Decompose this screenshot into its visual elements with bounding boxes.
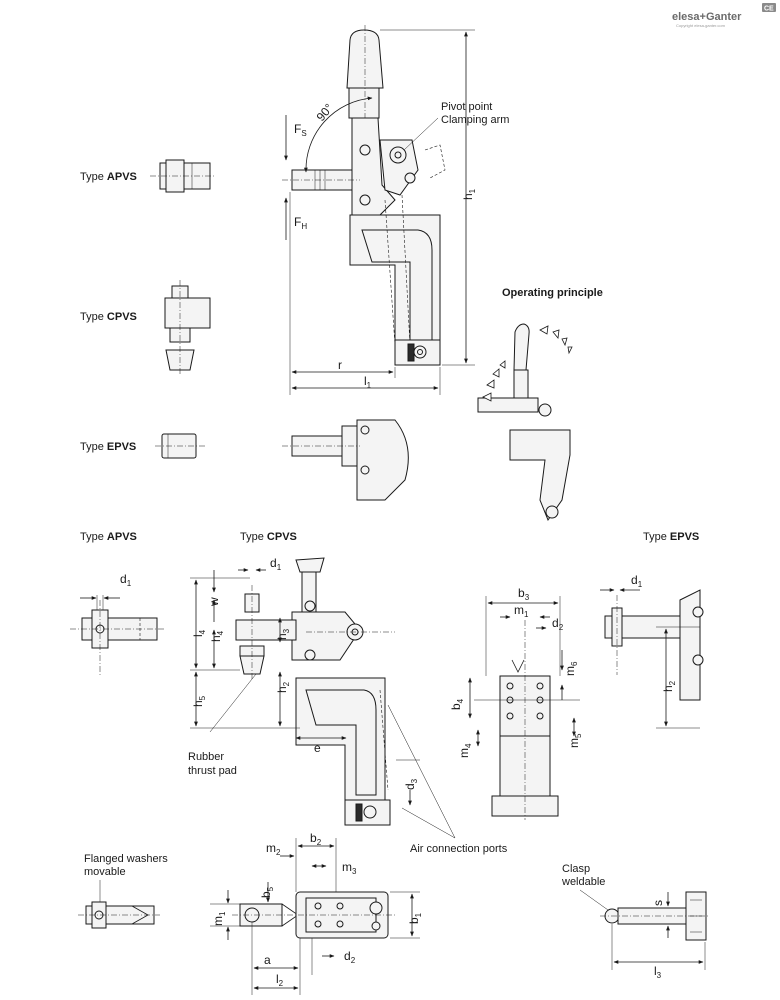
main-clamp-view: 90° FS FH h1 r l1 Pivot point Clamping a…	[282, 25, 509, 395]
cpvs-top-view: b2 m2 m3 b5 m1 b1 a l2 d2	[210, 831, 423, 995]
force-fs: FS	[294, 122, 307, 138]
dim-b4: b4	[449, 698, 465, 710]
bottom-dim-d2: d2	[344, 949, 356, 965]
apvs-top-view: Flanged washers movable	[78, 853, 168, 929]
operating-principle: Operating principle	[477, 287, 603, 522]
front-view: b3 m1 d2 m6 b4 m4 m5	[449, 586, 583, 820]
dim-h2: h2	[275, 681, 291, 693]
dim-m4: m4	[457, 743, 473, 758]
dim-b1: b1	[407, 912, 423, 924]
epvs-top-view: Clasp weldable s l3	[561, 863, 710, 980]
epvs-dim-d1: d1	[631, 573, 643, 589]
dim-b2: b2	[310, 831, 322, 847]
callout-pivot-point: Pivot point	[441, 101, 492, 113]
bottom-type-epvs-label: Type EPVS	[643, 531, 699, 543]
ce-badge-text: CE	[764, 6, 774, 13]
type-epvs-label: Type EPVS	[80, 441, 136, 453]
cylinder-slot	[361, 229, 433, 341]
dim-b3: b3	[518, 586, 530, 602]
dim-l3: l3	[654, 964, 662, 980]
force-fh: FH	[294, 215, 307, 231]
brand-copyright: Copyright elesa-ganter.com	[676, 23, 726, 28]
dim-m2: m2	[266, 841, 281, 857]
dim-e: e	[314, 741, 321, 755]
type-apvs-side: Type APVS	[80, 159, 215, 193]
dim-w: w	[207, 597, 221, 607]
dim-h4: h4	[209, 630, 225, 642]
callout-flanged-washers: Flanged washers	[84, 853, 168, 865]
callout-movable: movable	[84, 866, 126, 878]
dim-m5: m5	[567, 733, 583, 748]
apvs-dim-d1: d1	[120, 572, 132, 588]
bottom-dim-m1: m1	[211, 911, 227, 926]
bottom-type-apvs-label: Type APVS	[80, 531, 137, 543]
cpvs-detail: w l4 h4 h5 h3 h2 d1 e d3 Rubber thrust p…	[188, 556, 420, 826]
callout-clamping-arm: Clamping arm	[441, 114, 509, 126]
type-epvs-side: Type EPVS	[80, 433, 205, 459]
pivot-pin-lower	[359, 194, 371, 206]
dim-s: s	[651, 900, 665, 906]
bottom-type-cpvs-label: Type CPVS	[240, 531, 297, 543]
dim-l2: l2	[276, 972, 284, 988]
front-dim-d2: d2	[552, 616, 564, 632]
apvs-detail: d1	[70, 572, 165, 675]
pivot-pin-upper	[359, 144, 371, 156]
cpvs-dim-d1: d1	[270, 556, 282, 572]
dim-m3: m3	[342, 860, 357, 876]
epvs-detail: d1 h2	[600, 573, 704, 729]
callout-weldable: weldable	[561, 876, 605, 888]
dim-l4: l4	[191, 629, 207, 637]
brand-logo: elesa+Ganter Copyright elesa-ganter.com …	[672, 3, 776, 28]
dim-a: a	[264, 953, 271, 967]
ce-badge	[762, 3, 776, 12]
operating-principle-title: Operating principle	[502, 287, 603, 299]
epvs-variant-view	[282, 419, 409, 501]
callout-rubber: Rubber	[188, 751, 224, 763]
dim-h3: h3	[275, 628, 291, 640]
dim-h1: h1	[461, 188, 477, 200]
type-apvs-label: Type APVS	[80, 171, 137, 183]
angle-label: 90°	[314, 101, 337, 124]
dim-b5: b5	[259, 886, 275, 898]
front-dim-m1: m1	[514, 603, 529, 619]
type-cpvs-label: Type CPVS	[80, 311, 137, 323]
angle-arc	[303, 96, 373, 173]
dim-d3: d3	[403, 778, 419, 790]
dim-r: r	[338, 358, 342, 372]
handle-collar	[348, 87, 380, 119]
type-cpvs-side: Type CPVS	[80, 280, 211, 375]
callout-air-ports: Air connection ports	[410, 843, 508, 855]
callout-thrust-pad: thrust pad	[188, 765, 237, 777]
dim-l1: l1	[364, 374, 372, 390]
dim-h5: h5	[191, 695, 207, 707]
dim-m6: m6	[563, 661, 579, 676]
epvs-dim-h2: h2	[661, 680, 677, 692]
callout-clasp: Clasp	[562, 863, 590, 875]
brand-name: elesa+Ganter	[672, 11, 742, 23]
